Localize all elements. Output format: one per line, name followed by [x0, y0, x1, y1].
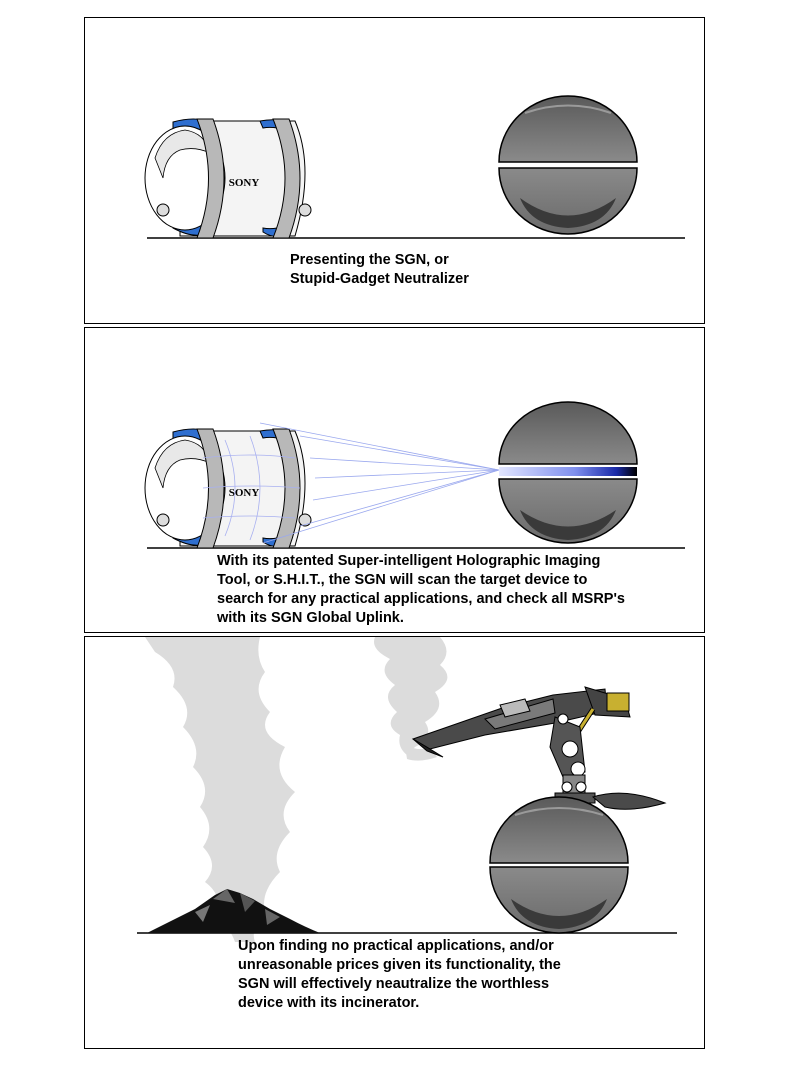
- scan-grid: [202, 435, 301, 541]
- burnt-pile-icon: [147, 889, 320, 933]
- incinerator-arm-icon: [411, 686, 667, 810]
- panel-3-caption: Upon finding no practical applications, …: [238, 938, 561, 1011]
- scan-beams: [259, 422, 500, 544]
- sgn-sphere-icon: [489, 796, 629, 934]
- comic-panel-2: SONY With: [84, 327, 705, 633]
- smoke-icon: [145, 637, 295, 942]
- smoke-icon: [374, 637, 448, 755]
- comic-panel-3: Upon finding no practical applications, …: [84, 636, 705, 1049]
- sony-gadget-icon: SONY: [144, 118, 312, 239]
- sgn-sphere-icon: [498, 401, 638, 544]
- panel-2-scene: SONY: [144, 401, 685, 549]
- sony-logo-text: SONY: [229, 177, 260, 189]
- scanner-slot: [499, 467, 637, 476]
- panel-2-caption: With its patented Super-intelligent Holo…: [217, 553, 625, 626]
- sony-logo-text: SONY: [229, 487, 260, 499]
- panel-1-caption: Presenting the SGN, or Stupid-Gadget Neu…: [290, 252, 469, 287]
- panel-3-scene: [137, 637, 677, 942]
- panel-1-scene: SONY: [144, 95, 685, 239]
- sony-gadget-icon: SONY: [144, 428, 312, 549]
- comic-panel-1: SONY Presenting the SGN, or Stupid-Gadge…: [84, 17, 705, 324]
- sgn-sphere-icon: [498, 95, 638, 235]
